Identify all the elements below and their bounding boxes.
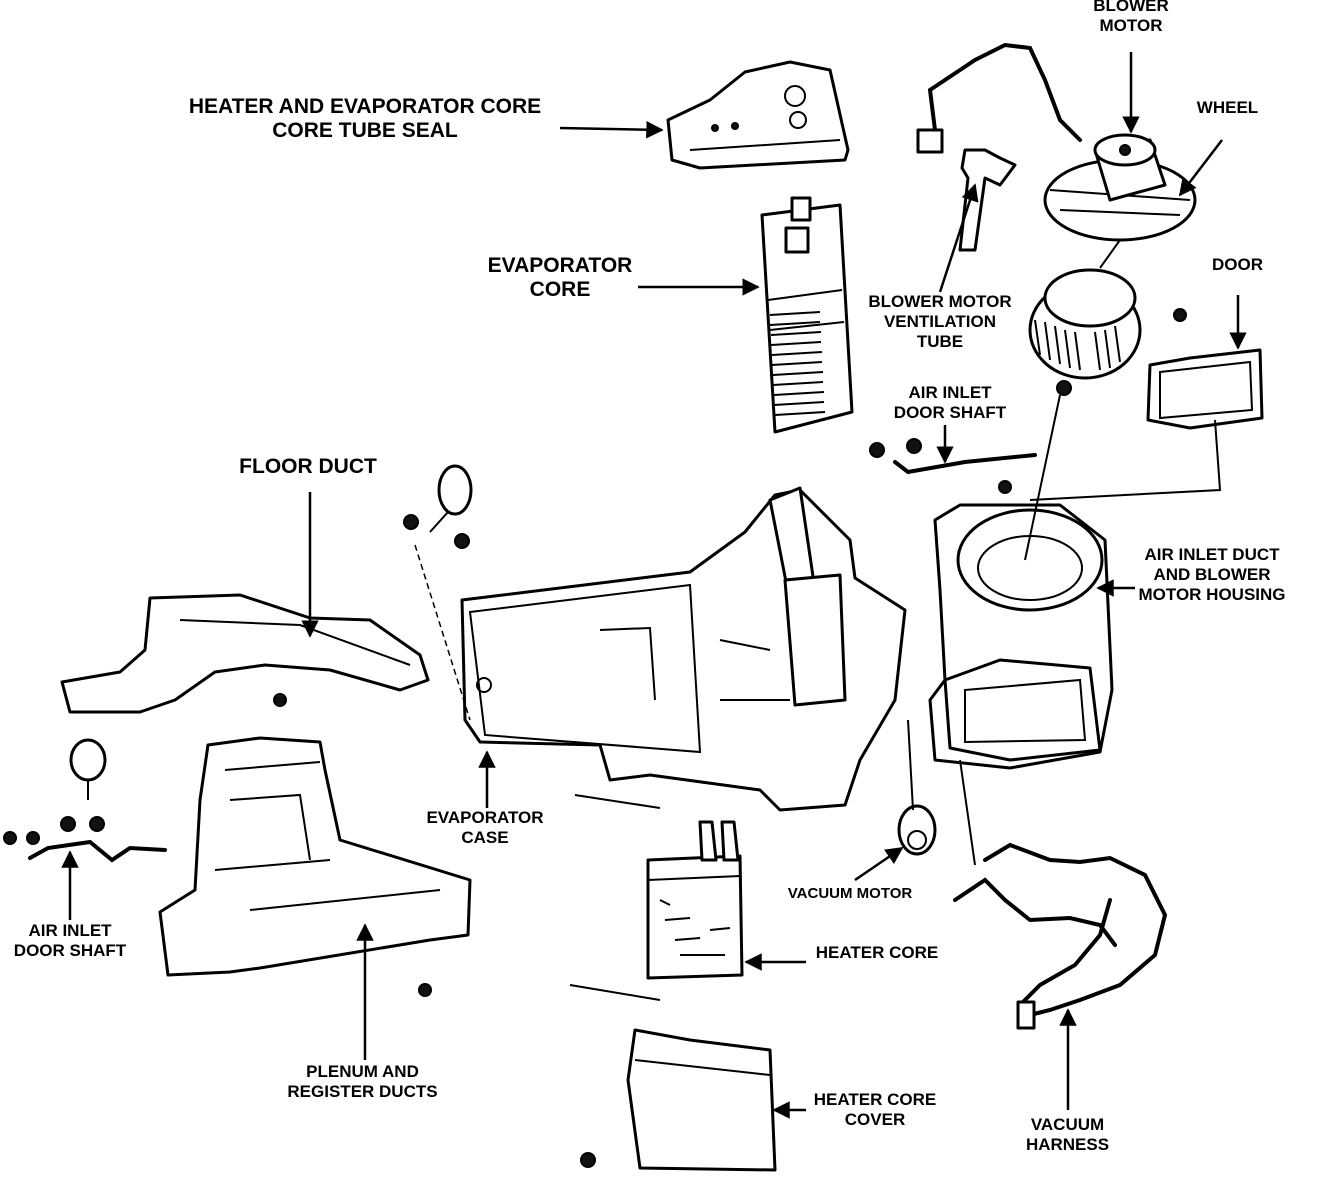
heater-core-cover-part: [580, 1028, 777, 1172]
blower-motor-label: BLOWER MOTOR: [1093, 0, 1169, 35]
ventilation-tube-label: BLOWER MOTOR VENTILATION TUBE: [868, 292, 1012, 351]
tube-seal-label: HEATER AND EVAPORATOR CORE CORE TUBE SEA…: [188, 95, 542, 142]
floor-duct-part: [60, 593, 430, 714]
evaporator-case-label: EVAPORATOR CASE: [426, 808, 544, 847]
tube-seal-leader: [559, 120, 664, 139]
ventilation-tube-leader: [938, 183, 979, 293]
air-inlet-duct-part: [928, 480, 1114, 770]
upper-shaft-part: [869, 380, 1072, 475]
evaporator-core-label: EVAPORATOR CORE: [487, 254, 633, 301]
upper-shaft-label: AIR INLET DOOR SHAFT: [893, 383, 1007, 422]
wheel-label: WHEEL: [1196, 98, 1259, 117]
vacuum-harness-label: VACUUM HARNESS: [1025, 1115, 1110, 1154]
evaporator-case-part: [460, 486, 907, 812]
lower-shaft-label: AIR INLET DOOR SHAFT: [13, 921, 127, 960]
case-vacuum-motor-part: [403, 464, 473, 549]
plenum-vacuum-motor-part: [69, 738, 107, 800]
evaporator-core-part: [760, 196, 854, 434]
heater-core-part: [646, 820, 744, 980]
blower-motor-part: [1043, 133, 1197, 242]
heater-core-label: HEATER CORE: [815, 943, 939, 962]
blower-wire: [927, 42, 1082, 142]
door-label: DOOR: [1212, 255, 1263, 274]
door-part: [1146, 308, 1264, 430]
ventilation-tube-part: [958, 148, 1017, 252]
wheel-leader: [1178, 139, 1223, 197]
blower-wheel-part: [1028, 268, 1142, 380]
vacuum-motor-label: VACUUM MOTOR: [787, 885, 913, 902]
plenum-part: [158, 736, 472, 997]
tube-seal-part: [666, 60, 850, 170]
air-inlet-duct-label: AIR INLET DUCT AND BLOWER MOTOR HOUSING: [1138, 545, 1286, 604]
vacuum-motor-leader: [854, 846, 904, 882]
lower-shaft-part: [3, 816, 167, 863]
vacuum-motor-part: [897, 719, 937, 856]
vacuum-harness-part: [953, 759, 1168, 1030]
plenum-label: PLENUM AND REGISTER DUCTS: [287, 1062, 438, 1101]
heater-core-cover-label: HEATER CORE COVER: [813, 1090, 937, 1129]
floor-duct-label: FLOOR DUCT: [239, 455, 377, 478]
